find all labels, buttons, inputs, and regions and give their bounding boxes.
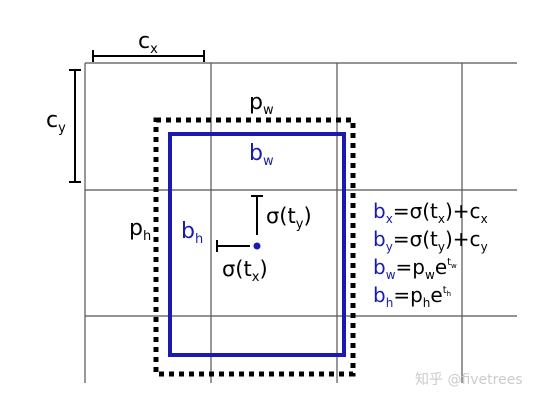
equations: bx=σ(tx)+cx by=σ(ty)+cy bw=pwetw bh=phet… [373,199,488,310]
equation-bx: bx=σ(tx)+cx [373,199,488,226]
equation-bw: bw=pwetw [373,255,457,282]
bh-label: bh [181,219,203,247]
sigma-ty-label: σ(ty) [266,204,312,232]
sigma-tx-offset [216,240,250,252]
prior-box [153,117,356,377]
equation-bh: bh=pheth [373,283,451,310]
ph-label: ph [129,216,151,244]
predicted-box [168,132,346,357]
watermark-text: 知乎 @fivetrees [415,371,523,388]
sigma-ty-offset [251,195,263,235]
cy-dimension [69,69,81,183]
bw-label: bw [249,141,274,169]
equation-by: by=σ(ty)+cy [373,227,488,254]
center-point [253,242,261,250]
pw-label: pw [249,90,274,118]
sigma-tx-label: σ(tx) [222,257,268,285]
cx-label: cx [138,29,158,57]
cy-label: cy [46,108,66,136]
cx-dimension [92,50,205,62]
